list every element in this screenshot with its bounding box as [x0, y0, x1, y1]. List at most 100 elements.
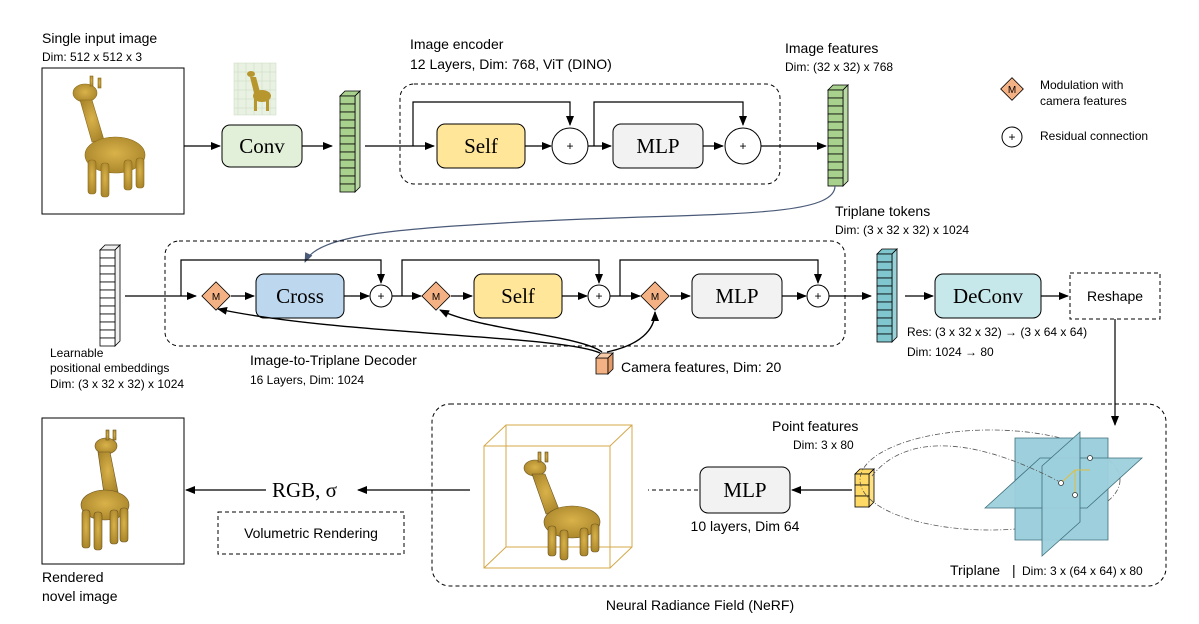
- feature-token-side-face: [842, 84, 849, 187]
- embeddings-line1: Learnable: [50, 346, 104, 360]
- point-feature-token-stack: [854, 468, 875, 508]
- encoder-dashed-box: [399, 83, 781, 185]
- triplane-token-cell: [876, 261, 893, 271]
- deconv-block: DeConv Res: (3 x 32 x 32) → (3 x 64 x 64…: [907, 273, 1087, 359]
- decoder-title: Image-to-Triplane Decoder: [250, 352, 417, 368]
- input-title: Single input image: [42, 30, 157, 46]
- decoder-residual-1-symbol: +: [377, 289, 384, 303]
- input-giraffe-image: [72, 75, 146, 198]
- triplane-separator: |: [1012, 562, 1016, 578]
- triplane-token-cell: [876, 317, 893, 327]
- triplane-decoder: Image-to-Triplane Decoder 16 Layers, Dim…: [164, 240, 846, 387]
- triplane-token-cell: [876, 309, 893, 319]
- encoder-self-label: Self: [464, 134, 498, 158]
- embedding-token-cell: [99, 281, 116, 291]
- decoder-modulation-3-symbol: M: [651, 292, 659, 303]
- legend-residual-symbol: +: [1008, 130, 1015, 144]
- encoder-residual-1-symbol: +: [566, 139, 573, 153]
- input-thumbnail: [233, 62, 277, 116]
- embedding-token-stack: [99, 244, 121, 347]
- image-features-title: Image features: [785, 40, 878, 56]
- conv-block: Conv: [221, 124, 303, 168]
- nerf-giraffe-image: [523, 451, 601, 561]
- deconv-label: DeConv: [953, 284, 1023, 308]
- embeddings-line2: positional embeddings: [50, 361, 169, 375]
- decoder-cross-label: Cross: [276, 284, 324, 308]
- embedding-token-cell: [99, 289, 116, 299]
- embedding-token-cell: [99, 313, 116, 323]
- embedding-token-cell: [99, 297, 116, 307]
- feature-token-cell: [827, 113, 844, 123]
- encoder-token-stack: [339, 90, 361, 193]
- embedding-token-cell: [99, 329, 116, 339]
- decoder-skip-3: [619, 259, 822, 296]
- encoder-token-cell: [339, 159, 356, 169]
- camera-cube-side: [607, 352, 614, 375]
- decoder-modulation-1: [201, 281, 231, 311]
- decoder-residual-3-symbol: +: [814, 289, 821, 303]
- embedding-token-cell: [99, 249, 116, 259]
- triplane-sample-point-1: [1058, 480, 1064, 486]
- volumetric-label: Volumetric Rendering: [244, 525, 378, 541]
- camera-arrow-to-mod2: [439, 309, 603, 353]
- volumetric-box: [217, 511, 405, 555]
- decoder-mlp-label: MLP: [715, 284, 758, 308]
- nerf-mlp-label: MLP: [723, 478, 766, 502]
- triplane-token-cell: [876, 325, 893, 335]
- triplane-token-cell: [876, 285, 893, 295]
- encoder-token-cell: [339, 151, 356, 161]
- triplane-token-cell: [876, 269, 893, 279]
- embedding-token-cell: [99, 337, 116, 347]
- feature-token-cell: [827, 177, 844, 187]
- encoder-skip-1: [412, 101, 574, 146]
- encoder-token-cell: [339, 143, 356, 153]
- nerf-mlp-block: MLP 10 layers, Dim 64: [691, 466, 800, 534]
- embeddings-dim: Dim: (3 x 32 x 32) x 1024: [50, 377, 184, 391]
- embedding-token-cell: [99, 273, 116, 283]
- feature-token-cell: [827, 153, 844, 163]
- embedding-token-side-face: [114, 244, 121, 347]
- feature-token-cell: [827, 137, 844, 147]
- encoder-token-cell: [339, 175, 356, 185]
- triplane-label: Triplane: [950, 562, 1000, 578]
- nerf-mlp-sub: 10 layers, Dim 64: [691, 518, 800, 534]
- nerf-title: Neural Radiance Field (NeRF): [606, 597, 794, 613]
- legend-modulation-symbol: M: [1008, 85, 1016, 96]
- output-line2: novel image: [42, 588, 118, 604]
- triplane-sample-point-2: [1087, 455, 1093, 461]
- legend-residual-label: Residual connection: [1040, 129, 1148, 143]
- output-section: Rendered novel image: [41, 417, 185, 604]
- decoder-skip-2: [401, 259, 603, 296]
- image-encoder: Image encoder 12 Layers, Dim: 768, ViT (…: [399, 36, 781, 185]
- triplane-token-cell: [876, 293, 893, 303]
- legend-residual-icon: [1001, 126, 1023, 148]
- encoder-token-cell: [339, 111, 356, 121]
- legend-modulation-line1: Modulation with: [1040, 78, 1123, 92]
- triplane-sampling-ellipse: [859, 429, 1121, 531]
- decoder-dashed-box: [164, 240, 846, 347]
- encoder-token-cell: [339, 135, 356, 145]
- decoder-modulation-2-symbol: M: [432, 292, 440, 303]
- output-giraffe-image: [80, 429, 130, 551]
- triplane-token-cell: [876, 253, 893, 263]
- point-token-cell: [854, 495, 870, 508]
- triplane-token-cell: [876, 277, 893, 287]
- triplane-token-cell: [876, 333, 893, 343]
- decoder-residual-2-symbol: +: [595, 289, 602, 303]
- reshape-block: Reshape: [1069, 272, 1161, 320]
- input-dim: Dim: 512 x 512 x 3: [42, 50, 142, 64]
- point-features-section: Point features Dim: 3 x 80: [772, 418, 858, 452]
- triplane-visual: [859, 429, 1144, 557]
- point-token-cell: [854, 484, 870, 497]
- conv-label: Conv: [239, 134, 285, 158]
- triplane-tokens-dim: Dim: (3 x 32 x 32) x 1024: [835, 223, 969, 237]
- rgb-sigma-label: RGB, σ: [272, 478, 337, 502]
- triplane-tokens-title: Triplane tokens: [835, 203, 930, 219]
- triplane-dim: Dim: 3 x (64 x 64) x 80: [1022, 564, 1143, 578]
- legend-modulation-icon: [1000, 77, 1024, 101]
- encoder-token-cell: [339, 103, 356, 113]
- reshape-label: Reshape: [1087, 288, 1143, 304]
- camera-label: Camera features, Dim: 20: [621, 359, 781, 375]
- image-features-dim: Dim: (32 x 32) x 768: [785, 60, 893, 74]
